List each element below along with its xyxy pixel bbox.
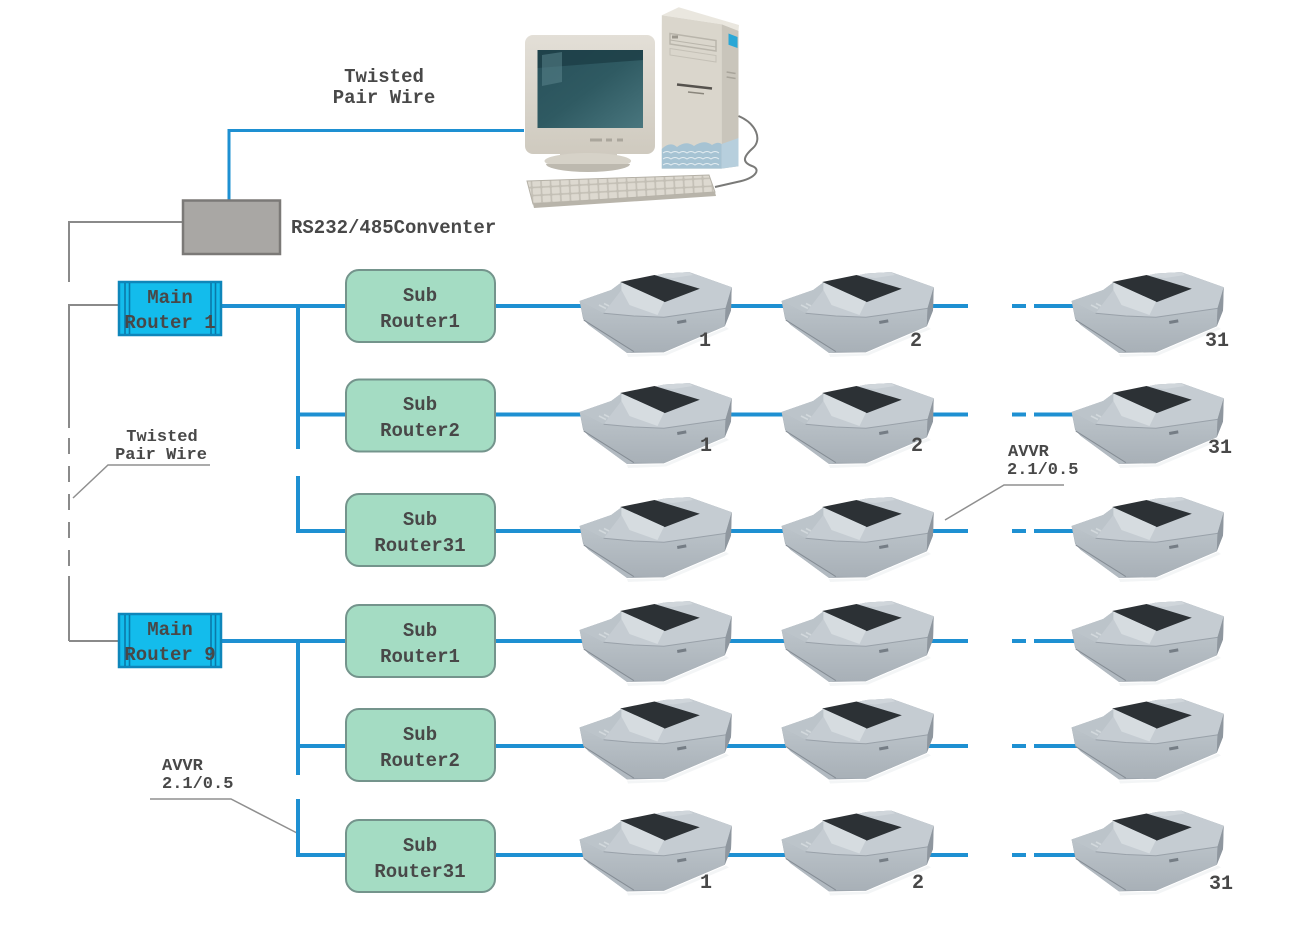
svg-text:Twisted: Twisted	[344, 66, 424, 88]
svg-text:1: 1	[700, 872, 712, 895]
svg-text:Sub: Sub	[403, 724, 437, 746]
svg-text:2: 2	[910, 330, 922, 353]
svg-text:2: 2	[911, 435, 923, 458]
svg-text:31: 31	[1205, 330, 1229, 353]
svg-text:Main: Main	[147, 619, 193, 641]
svg-text:Router 9: Router 9	[124, 644, 215, 666]
svg-text:2.1/0.5: 2.1/0.5	[162, 775, 233, 794]
svg-text:Router1: Router1	[380, 311, 460, 333]
svg-text:1: 1	[700, 435, 712, 458]
svg-text:AVVR: AVVR	[1008, 443, 1050, 462]
svg-text:Main: Main	[147, 287, 193, 309]
svg-text:Router31: Router31	[374, 535, 465, 557]
svg-text:RS232/485Conventer: RS232/485Conventer	[291, 217, 496, 239]
svg-text:1: 1	[699, 330, 711, 353]
svg-text:AVVR: AVVR	[162, 757, 204, 776]
svg-text:Sub: Sub	[403, 620, 437, 642]
svg-text:Router 1: Router 1	[124, 312, 215, 334]
svg-text:31: 31	[1208, 437, 1232, 460]
svg-text:Sub: Sub	[403, 394, 437, 416]
svg-text:Sub: Sub	[403, 835, 437, 857]
svg-text:Pair Wire: Pair Wire	[333, 87, 436, 109]
svg-text:2: 2	[912, 872, 924, 895]
svg-text:Twisted: Twisted	[126, 428, 197, 447]
svg-text:Pair Wire: Pair Wire	[115, 446, 207, 465]
svg-text:Router1: Router1	[380, 646, 460, 668]
svg-text:Router31: Router31	[374, 861, 465, 883]
svg-text:31: 31	[1209, 873, 1233, 896]
svg-text:Sub: Sub	[403, 285, 437, 307]
svg-text:Router2: Router2	[380, 420, 460, 442]
svg-text:Router2: Router2	[380, 750, 460, 772]
svg-text:2.1/0.5: 2.1/0.5	[1007, 461, 1078, 480]
svg-text:Sub: Sub	[403, 509, 437, 531]
